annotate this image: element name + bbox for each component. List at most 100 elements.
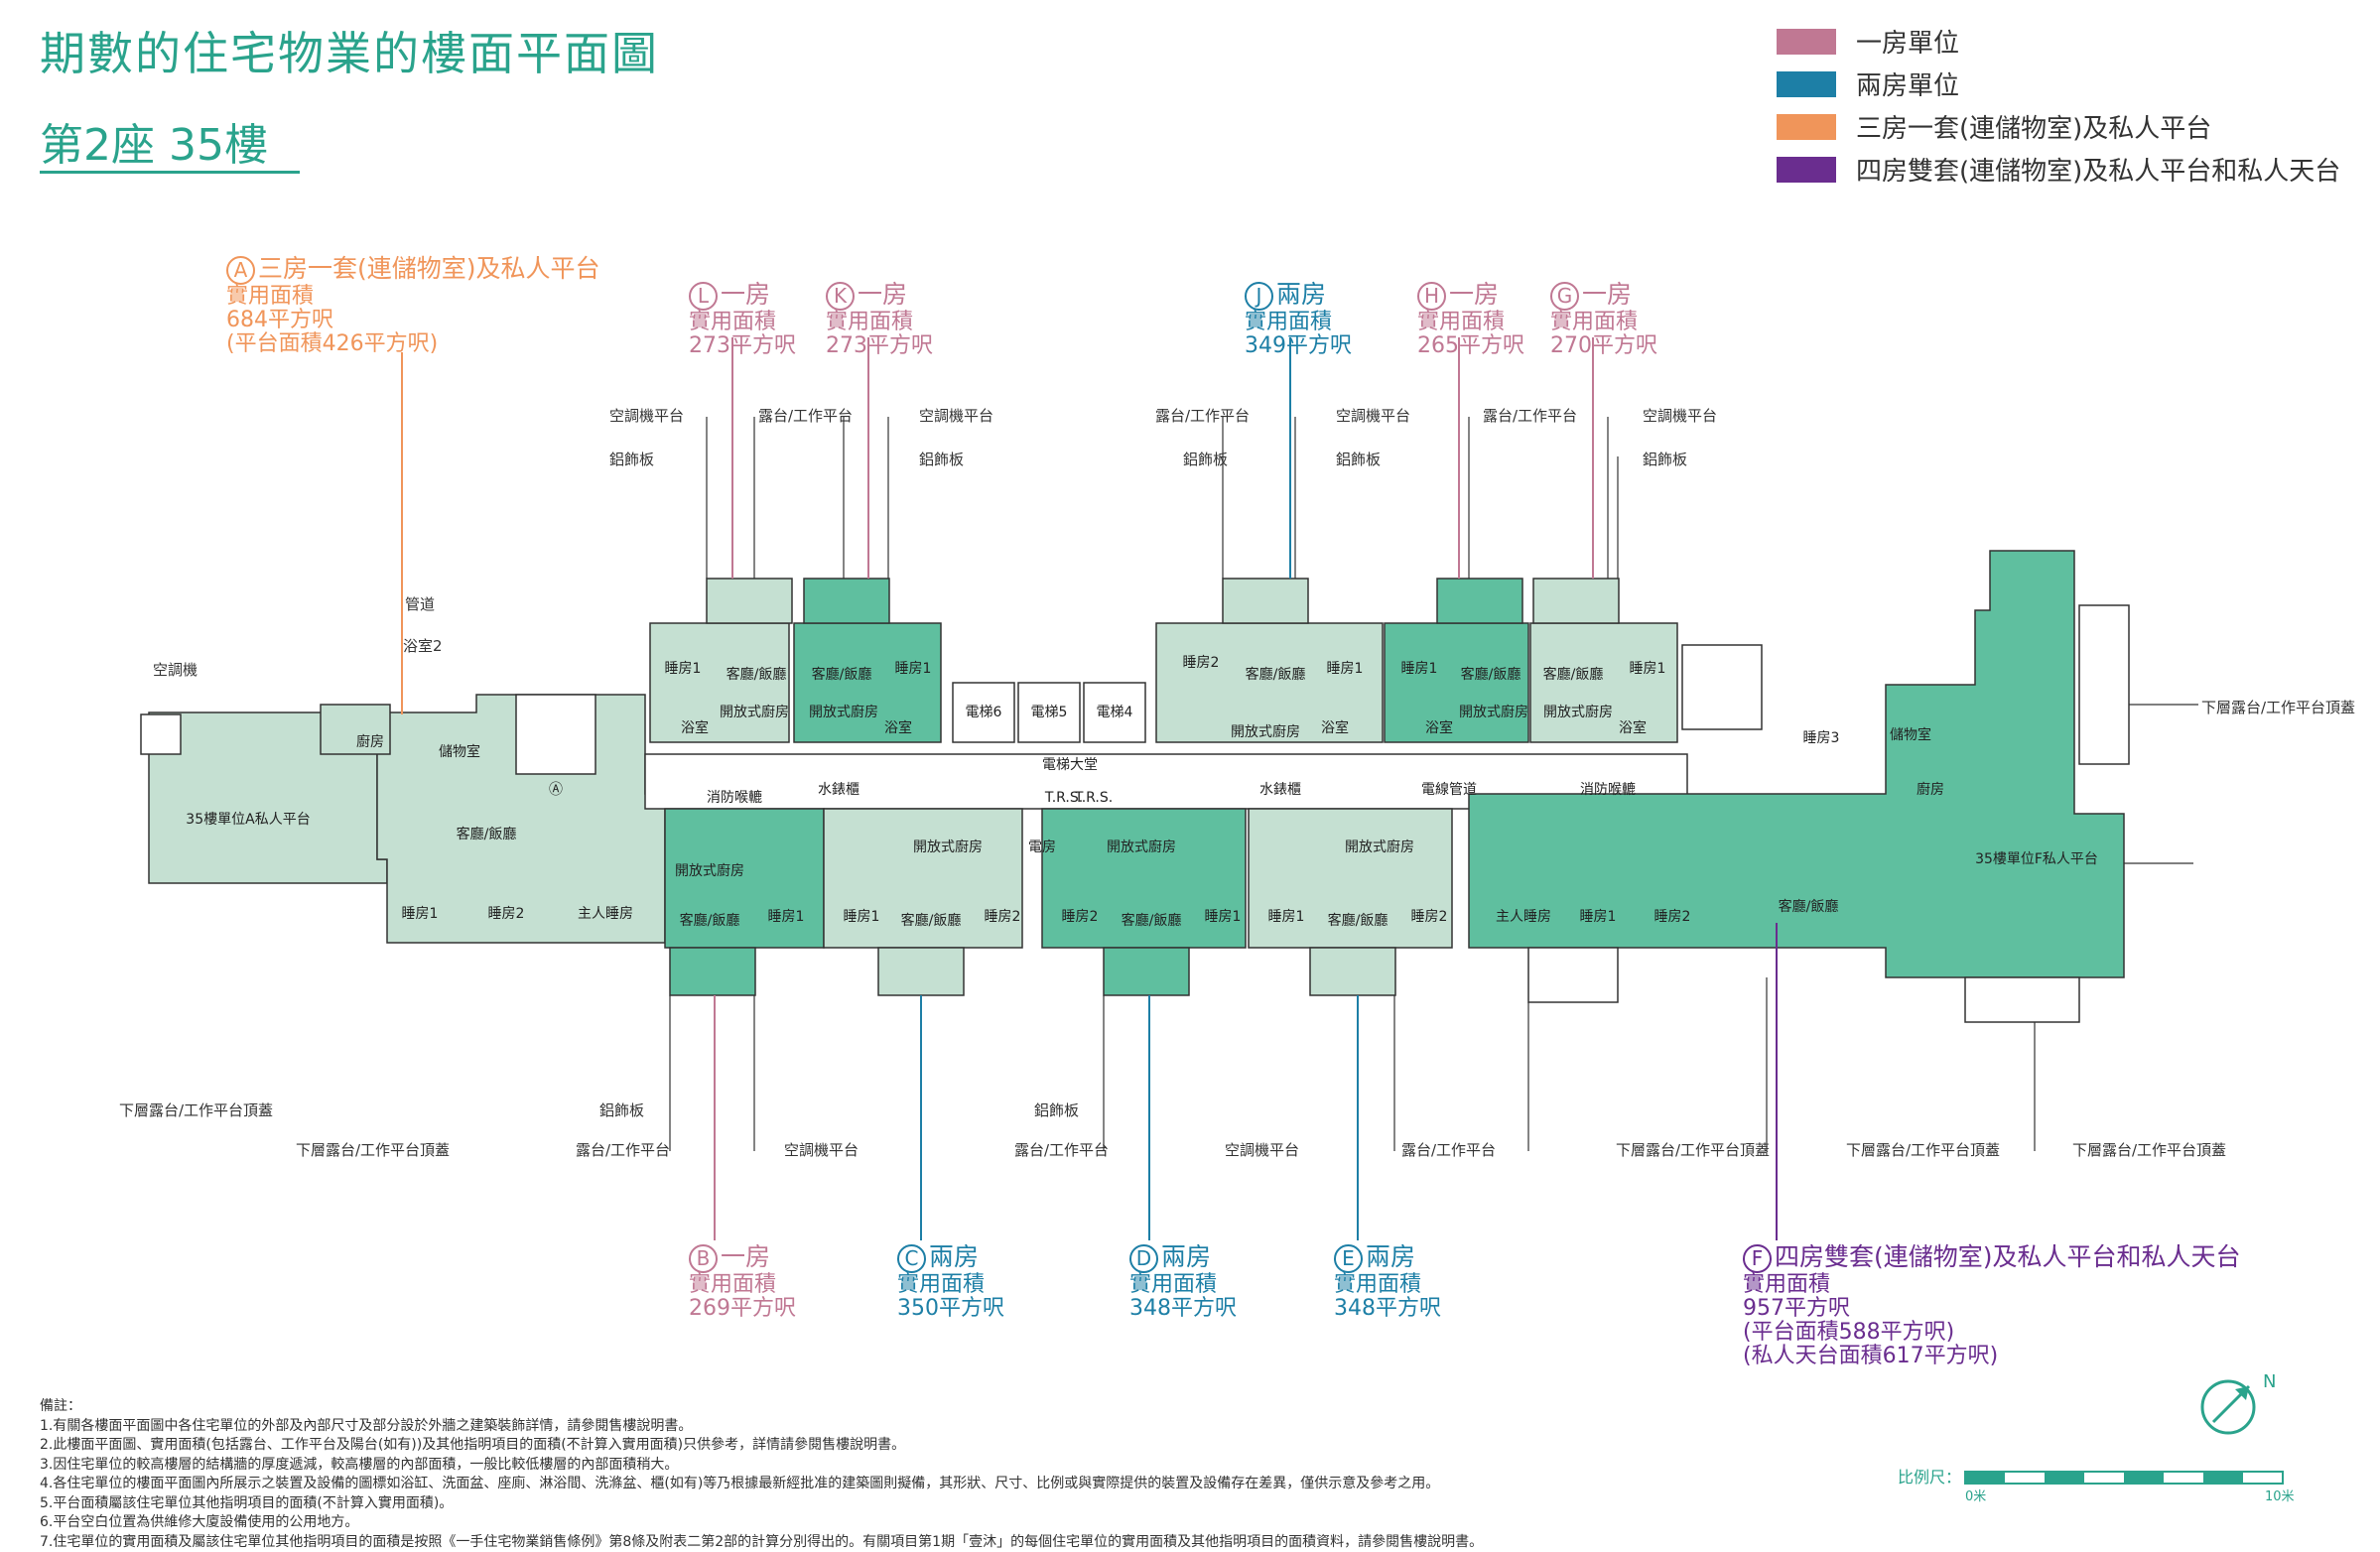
unit-letter-A: A [226,256,255,285]
unit-type: 一房 [721,1242,771,1271]
unit-letter-B: B [689,1244,718,1273]
unit-letter-L: L [689,282,718,311]
room-master: 主人睡房 [578,906,633,922]
room-bedroom1: 睡房1 [768,909,805,925]
unit-type: 一房 [1582,280,1633,309]
unit-L-area [649,622,790,743]
unit-type: 兩房 [929,1242,980,1271]
room-kitchen-open: 開放式廚房 [1231,723,1300,740]
unit-A-circle: Ⓐ [549,782,563,798]
lift-6-label: 電梯6 [966,705,1002,720]
notes-heading: 備註： [40,1398,81,1414]
room-living: 客廳/飯廳 [1246,666,1306,683]
callout-balcony-platform: 露台/工作平台 [1483,407,1578,425]
area-label: 實用面積 [1417,310,1506,334]
unit-H-balcony [1436,578,1523,624]
area-value: 273平方呎 [826,333,933,358]
room-living: 客廳/飯廳 [901,912,962,929]
room-living: 客廳/飯廳 [1461,666,1521,683]
callout-duct: 管道 [405,595,436,613]
note-item: 1.有關各樓面平面圖中各住宅單位的外部及內部尺寸及部分設於外牆之建築裝飾詳情，請… [40,1417,693,1434]
legend-swatch [1777,156,1836,183]
area-value: 273平方呎 [689,333,796,358]
scale-label: 比例尺： [1898,1468,1961,1487]
callout-balcony-platform: 露台/工作平台 [1401,1141,1497,1159]
unit-type: 兩房 [1276,280,1327,309]
unit-K-area [793,622,942,743]
elec-room-label: 電房 [1028,840,1056,855]
unit-type: 三房一套(連儲物室)及私人平台 [258,254,600,283]
area-value: 349平方呎 [1245,333,1352,358]
water-meter-label-2: 水錶櫃 [1259,782,1301,798]
unit-type: 一房 [1449,280,1500,309]
unit-E-balcony [1309,947,1396,996]
legend-label: 兩房單位 [1856,71,1960,101]
room-bedroom2: 睡房2 [1654,909,1691,925]
unit-L-balcony [706,578,793,624]
callout-ac-platform: 空調機平台 [609,407,685,425]
room-bedroom1: 睡房1 [1205,909,1242,925]
water-meter-label: 水錶櫃 [818,782,859,798]
unit-J-balcony [1222,578,1309,624]
room-kitchen-open: 開放式廚房 [809,704,878,720]
unit-J-area [1155,622,1384,743]
fire-hose-label: 消防喉轆 [707,789,762,806]
unit-D-balcony [1103,947,1190,996]
callout-lower-canopy: 下層露台/工作平台頂蓋 [1846,1141,2001,1159]
lift-4 [1083,682,1146,743]
lift-6 [952,682,1015,743]
unit-letter-K: K [826,282,855,311]
callout-lower-canopy: 下層露台/工作平台頂蓋 [296,1141,451,1159]
room-living: 客廳/飯廳 [457,826,517,842]
unit-E-area [1248,808,1453,949]
fire-hose-label-2: 消防喉轆 [1580,781,1636,798]
room-bedroom1: 睡房1 [402,906,439,922]
callout-fin-panel: 鋁飾板 [1183,451,1229,468]
callout-fin-panel: 鋁飾板 [1034,1101,1080,1119]
lift-5 [1017,682,1081,743]
callout-ac-platform: 空調機平台 [784,1141,859,1159]
unit-F-terrace [2078,604,2130,765]
callout-ac-unit: 空調機 [153,661,198,679]
north-arrow-icon: N [2200,1371,2276,1435]
room-kitchen-open: 開放式廚房 [1107,839,1176,855]
area-label: 實用面積 [826,310,914,334]
area-value: 269平方呎 [689,1296,796,1321]
room-bath: 浴室 [1425,719,1453,736]
platform-area: (平台面積426平方呎) [226,331,439,356]
room-living: 客廳/飯廳 [1779,898,1839,915]
unit-type: 兩房 [1366,1242,1416,1271]
area-label: 實用面積 [689,310,777,334]
unit-F-area [1468,550,2125,978]
room-bedroom2: 睡房2 [1183,655,1220,671]
elec-duct-label: 電線管道 [1421,782,1477,798]
scale-end: 10米 [2265,1489,2295,1504]
unit-C-area [823,808,1023,949]
room-bath: 浴室 [681,719,709,736]
legend-label: 四房雙套(連儲物室)及私人平台和私人天台 [1856,157,2341,187]
callout-balcony-platform: 露台/工作平台 [1014,1141,1110,1159]
room-bedroom3: 睡房3 [1803,730,1840,746]
legend: 一房單位 兩房單位 三房一套(連儲物室)及私人平台 四房雙套(連儲物室)及私人平… [1777,20,2340,191]
room-bedroom1: 睡房1 [1401,661,1438,677]
callout-lower-canopy: 下層露台/工作平台頂蓋 [1616,1141,1771,1159]
room-kitchen-open: 開放式廚房 [1459,704,1528,720]
callout-lower-canopy: 下層露台/工作平台頂蓋 [2201,699,2356,716]
unit-type: 兩房 [1161,1242,1212,1271]
legend-label: 三房一套(連儲物室)及私人平台 [1856,114,2212,144]
room-kitchen: 廚房 [1917,781,1944,798]
area-value: 957平方呎 [1743,1296,1850,1321]
legend-item-three-bedroom: 三房一套(連儲物室)及私人平台 [1777,105,2340,148]
room-master: 主人睡房 [1496,909,1551,925]
unit-B-balcony [669,947,756,996]
area-value: 348平方呎 [1334,1296,1441,1321]
north-label: N [2263,1371,2276,1392]
unit-G-balcony [1532,578,1620,624]
legend-item-two-bedroom: 兩房單位 [1777,63,2340,105]
trs-label-2: T.R.S. [1074,790,1113,806]
